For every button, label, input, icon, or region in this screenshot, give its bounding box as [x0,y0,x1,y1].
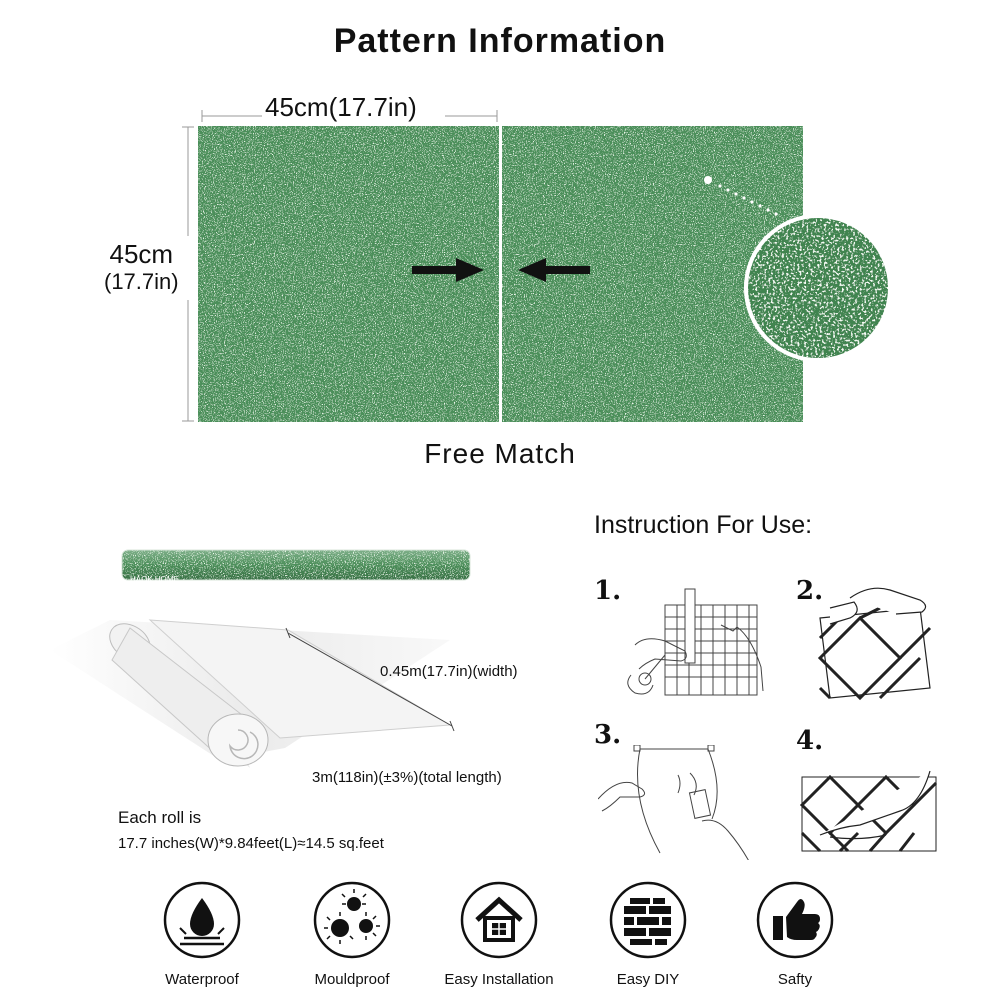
step-number-3: 3. [594,720,622,750]
roll-illustration: HAOK HOME [50,549,471,768]
badge-mouldproof-label: Mouldproof [314,971,390,988]
water-drop-icon [163,881,241,959]
zoom-detail-circle [744,214,892,362]
step-number-1: 1. [594,576,622,606]
arrow-left-icon [518,258,590,282]
badge-easy-installation-label: Easy Installation [444,971,554,988]
zoom-leader-dots [704,176,778,216]
roll-length-label: 3m(118in)(±3%)(total length) [312,769,502,786]
instructions-title: Instruction For Use: [594,511,813,539]
badge-easy-installation [459,880,539,960]
each-roll-detail: 17.7 inches(W)*9.84feet(L)≈14.5 sq.feet [118,835,384,852]
packaged-roll: HAOK HOME [121,549,471,584]
step-number-4: 4. [796,726,824,756]
arrow-right-icon [412,258,484,282]
house-icon [460,881,538,959]
page-title: Pattern Information [333,22,667,60]
badge-safety [755,880,835,960]
badge-safety-label: Safty [777,971,813,988]
step-2-illustration [817,587,932,701]
badge-mouldproof [312,880,392,960]
each-roll-heading: Each roll is [118,808,202,827]
badge-waterproof [162,880,242,960]
height-dimension-line [182,126,194,422]
height-dimension-main: 45cm [109,239,174,269]
badge-easy-diy-label: Easy DIY [616,971,680,988]
thumbs-up-icon [756,881,834,959]
roll-brand-print: HAOK HOME [130,575,179,584]
badge-easy-diy [608,880,688,960]
width-dimension-label: 45cm(17.7in) [265,92,417,122]
height-dimension-sub: (17.7in) [104,269,179,294]
width-dimension-line [201,110,498,122]
pattern-diagram [182,110,892,422]
step-number-2: 2. [796,576,824,606]
height-dimension-label: 45cm (17.7in) [104,240,179,296]
step-3-illustration [598,745,749,860]
step-1-illustration [627,588,764,696]
roll-width-label: 0.45m(17.7in)(width) [380,663,518,680]
free-match-label: Free Match [424,438,576,469]
brick-wall-icon [609,881,687,959]
step-4-illustration [800,770,938,853]
mould-icon [313,881,391,959]
badge-waterproof-label: Waterproof [165,971,239,988]
